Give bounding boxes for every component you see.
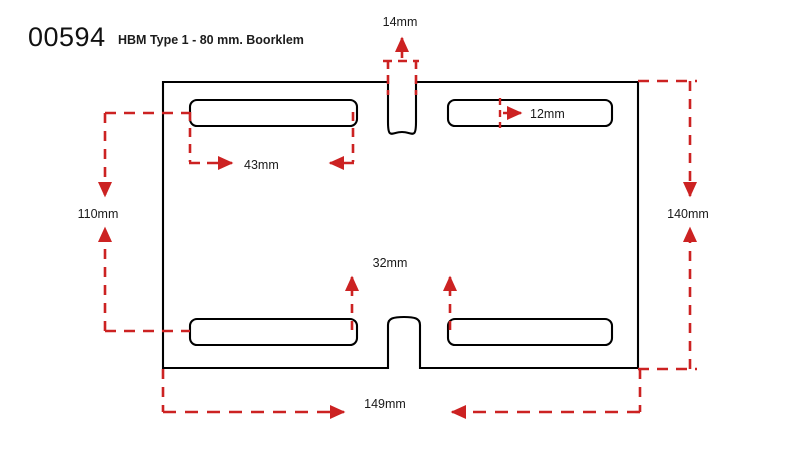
dimension-14mm: 14mm (383, 15, 419, 95)
dimension-149mm: 149mm (161, 369, 642, 420)
part-number: 00594 (28, 22, 106, 52)
slot-top-left (188, 98, 359, 128)
dimension-label-110mm: 110mm (78, 207, 119, 221)
dimension-12mm: 12mm (498, 98, 565, 128)
dimension-label-32mm: 32mm (373, 256, 408, 270)
dimension-43mm: 43mm (188, 112, 355, 172)
dimension-label-140mm: 140mm (667, 207, 709, 221)
part-description: HBM Type 1 - 80 mm. Boorklem (118, 33, 304, 47)
slot-bottom-left (188, 317, 359, 347)
dimension-label-149mm: 149mm (364, 397, 406, 411)
dimension-label-43mm: 43mm (244, 158, 279, 172)
dimension-140mm: 140mm (638, 79, 709, 371)
dimension-110mm: 110mm (78, 111, 190, 333)
body-outline-path (161, 80, 640, 370)
dimension-label-12mm: 12mm (530, 107, 565, 121)
dimension-label-14mm: 14mm (383, 15, 418, 29)
part-outline (161, 80, 640, 370)
dimension-32mm: 32mm (344, 256, 458, 330)
slot-top-right (446, 98, 614, 128)
slot-bottom-right (446, 317, 614, 347)
slots-group (188, 98, 614, 347)
